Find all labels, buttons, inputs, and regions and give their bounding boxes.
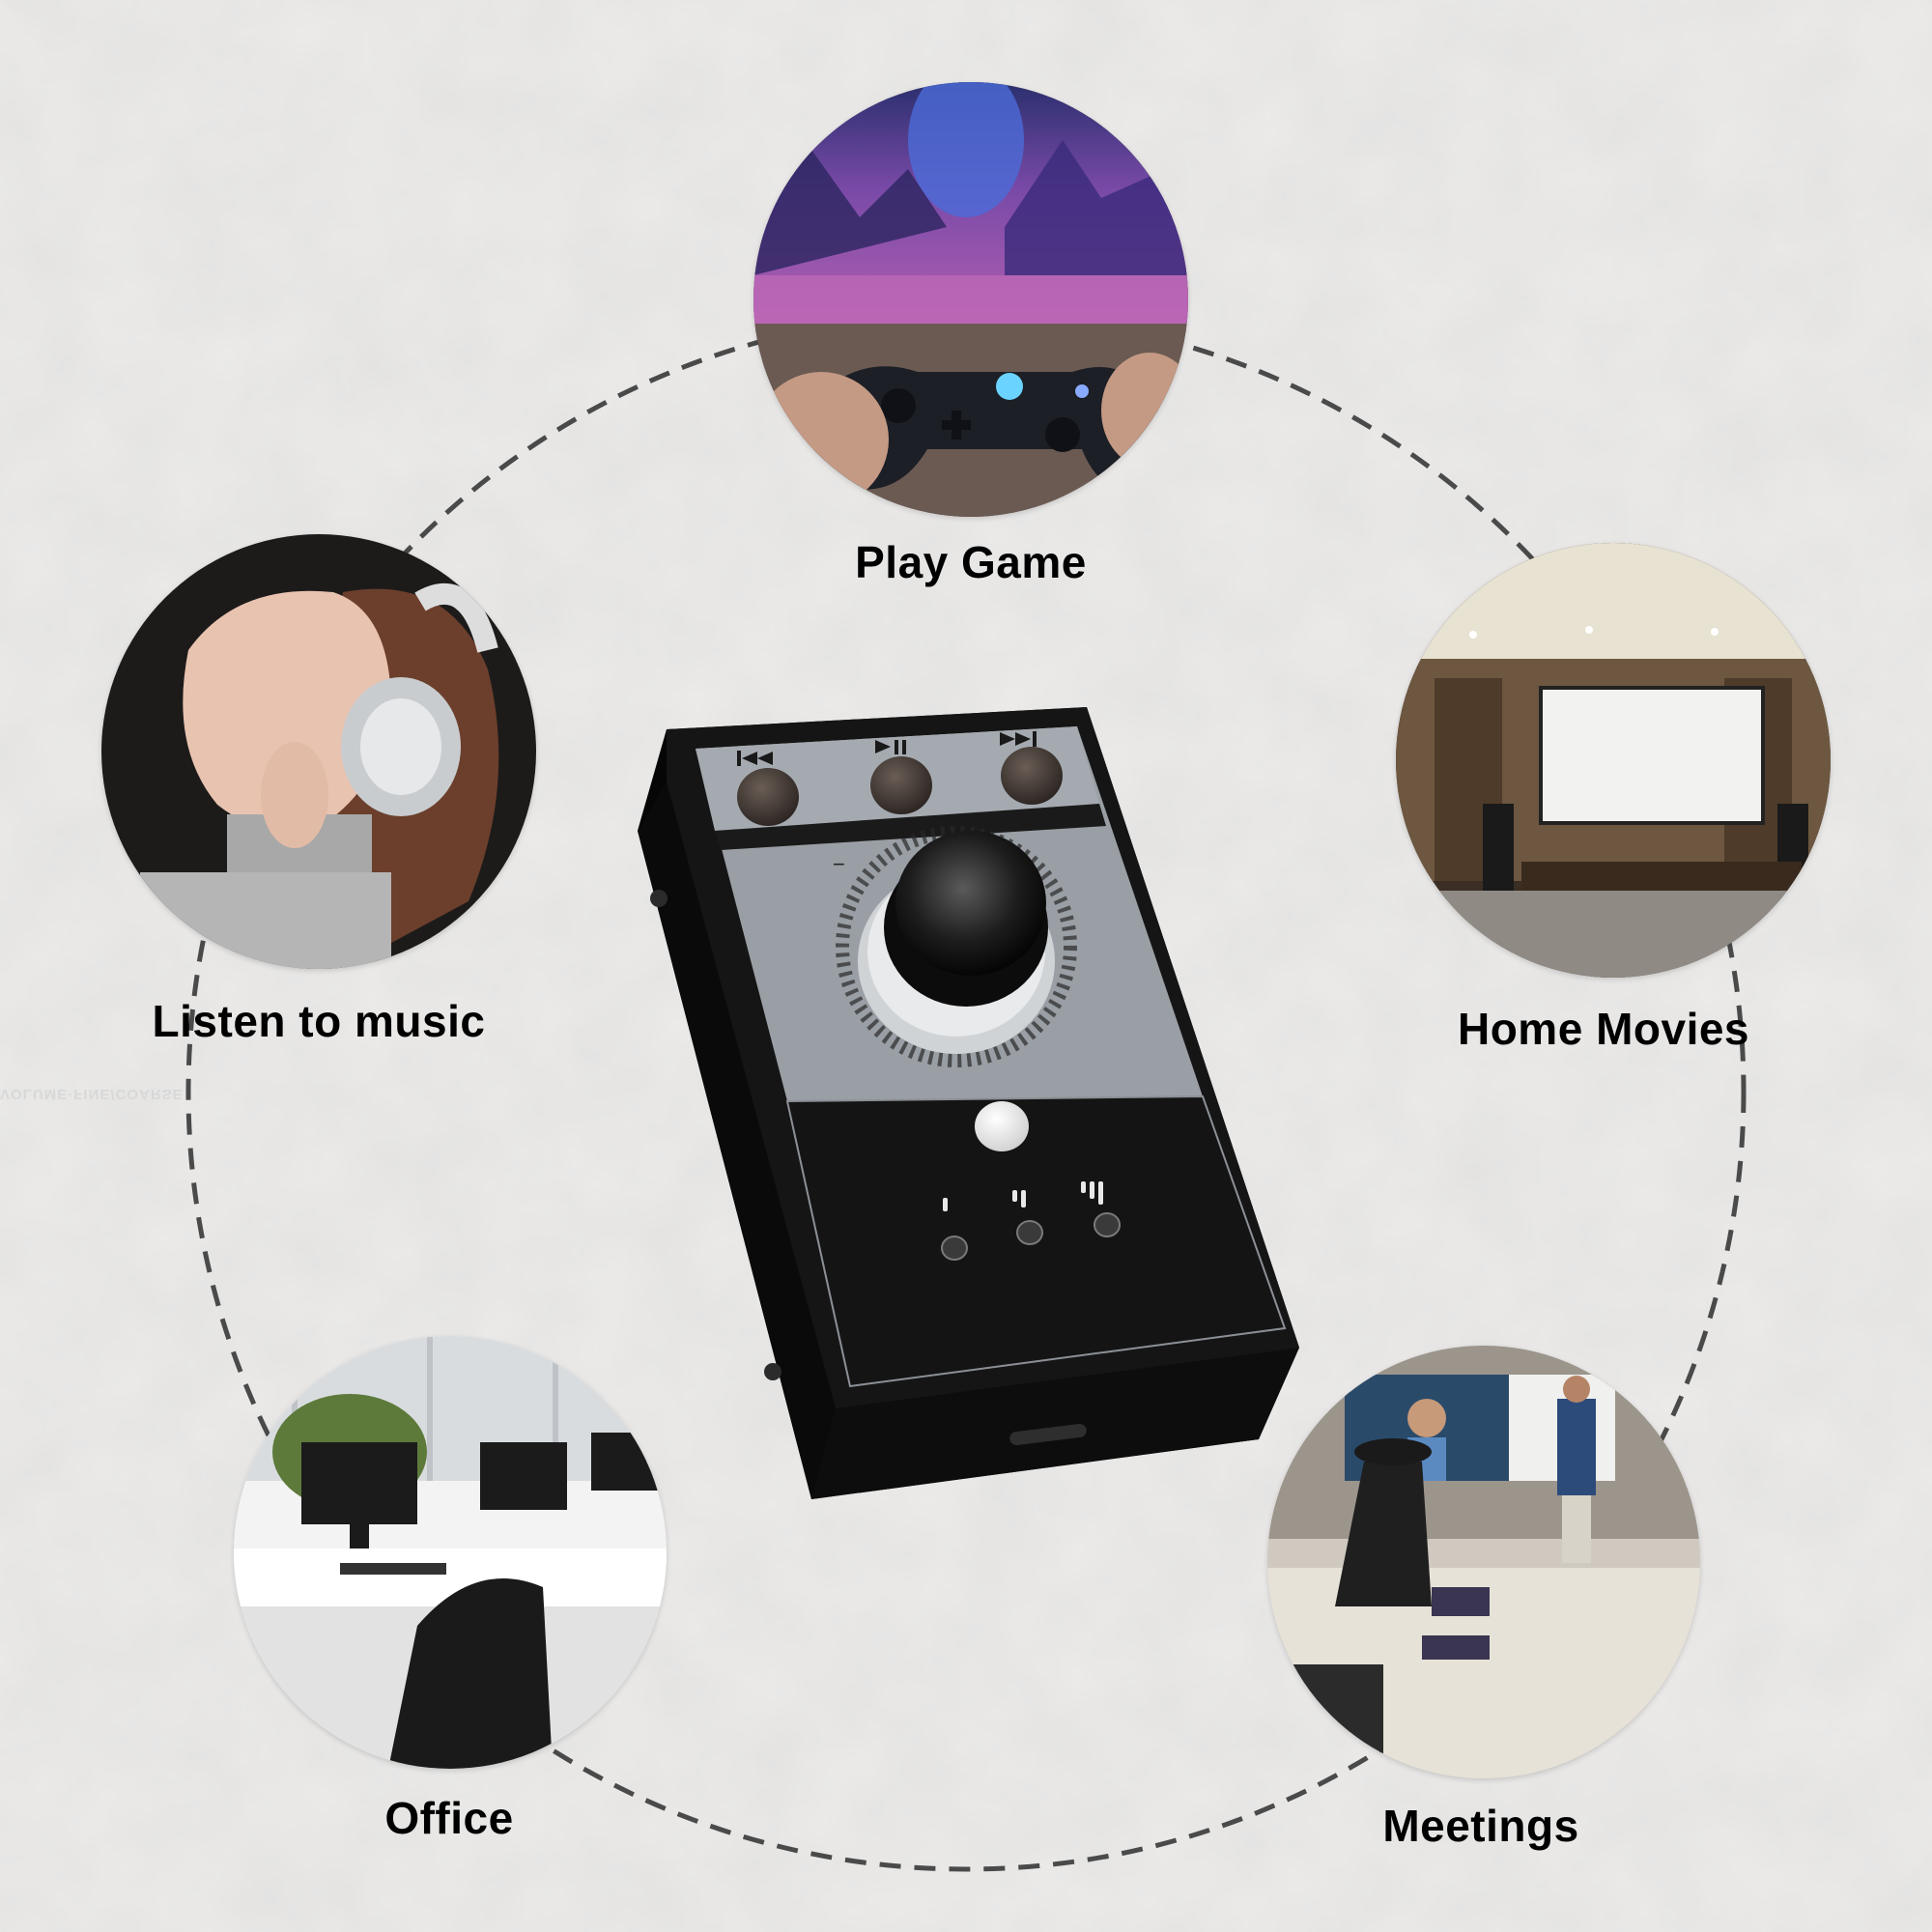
knob-minus-mark: − — [833, 852, 845, 876]
volume-knob[interactable] — [836, 826, 1077, 1067]
listen-music-label: Listen to music — [152, 996, 486, 1046]
next-button[interactable] — [1000, 731, 1063, 805]
play-pause-button[interactable] — [870, 740, 932, 814]
previous-icon — [742, 752, 757, 765]
play-pause-icon — [875, 740, 891, 753]
meetings-label: Meetings — [1382, 1801, 1579, 1851]
level-leds — [941, 1212, 1121, 1261]
previous-button[interactable] — [737, 751, 799, 826]
next-icon — [1000, 732, 1015, 746]
home-movies-label: Home Movies — [1457, 1004, 1750, 1054]
knob-label: VOLUME·FINE/COARSE — [0, 1086, 184, 1102]
level-icons — [943, 1181, 1103, 1211]
play-game-label: Play Game — [855, 537, 1087, 587]
office-label: Office — [384, 1793, 514, 1843]
mode-button[interactable] — [975, 1101, 1029, 1151]
listen-music-image — [101, 534, 536, 969]
home-movies-image — [1396, 543, 1831, 978]
